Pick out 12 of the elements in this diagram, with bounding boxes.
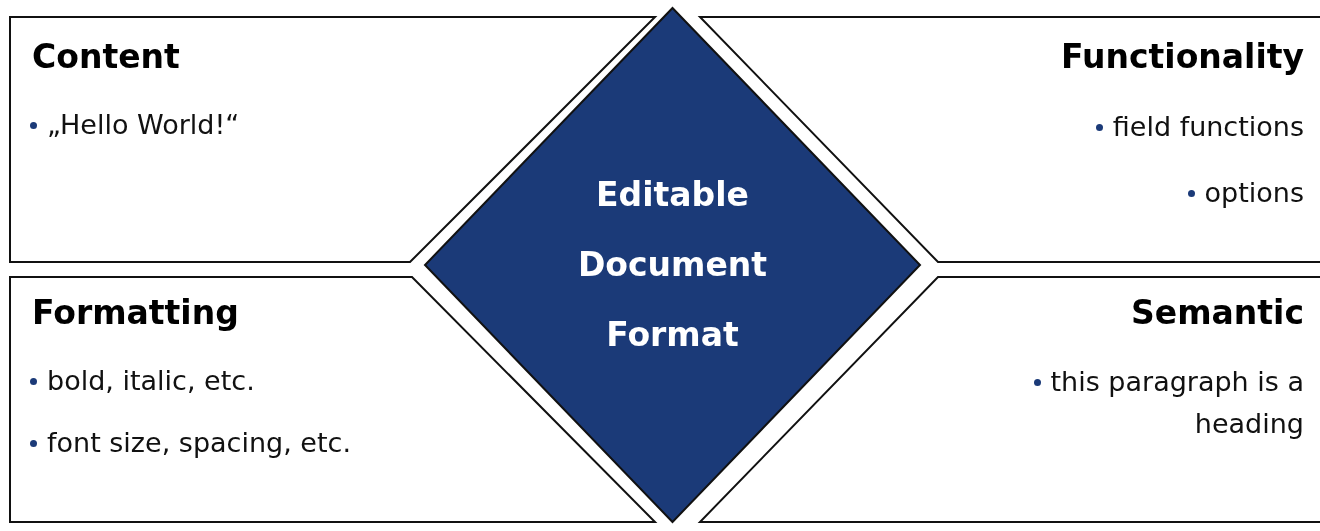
bullet-text: options (1204, 177, 1304, 208)
bullet-text: this paragraph is a heading (1050, 366, 1304, 439)
bullet-text: field functions (1112, 111, 1304, 142)
panel-heading: Semantic (1131, 293, 1304, 332)
panel-heading: Formatting (32, 293, 239, 332)
bullet-text: bold, italic, etc. (47, 365, 255, 396)
panel-heading: Content (32, 37, 180, 76)
decision-diamond (425, 8, 920, 522)
diamond-label: Editable Document Format (576, 174, 769, 356)
panel-heading: Functionality (1061, 37, 1304, 76)
bullet-text: „Hello World!“ (47, 109, 240, 140)
bullet-text: font size, spacing, etc. (47, 427, 351, 458)
